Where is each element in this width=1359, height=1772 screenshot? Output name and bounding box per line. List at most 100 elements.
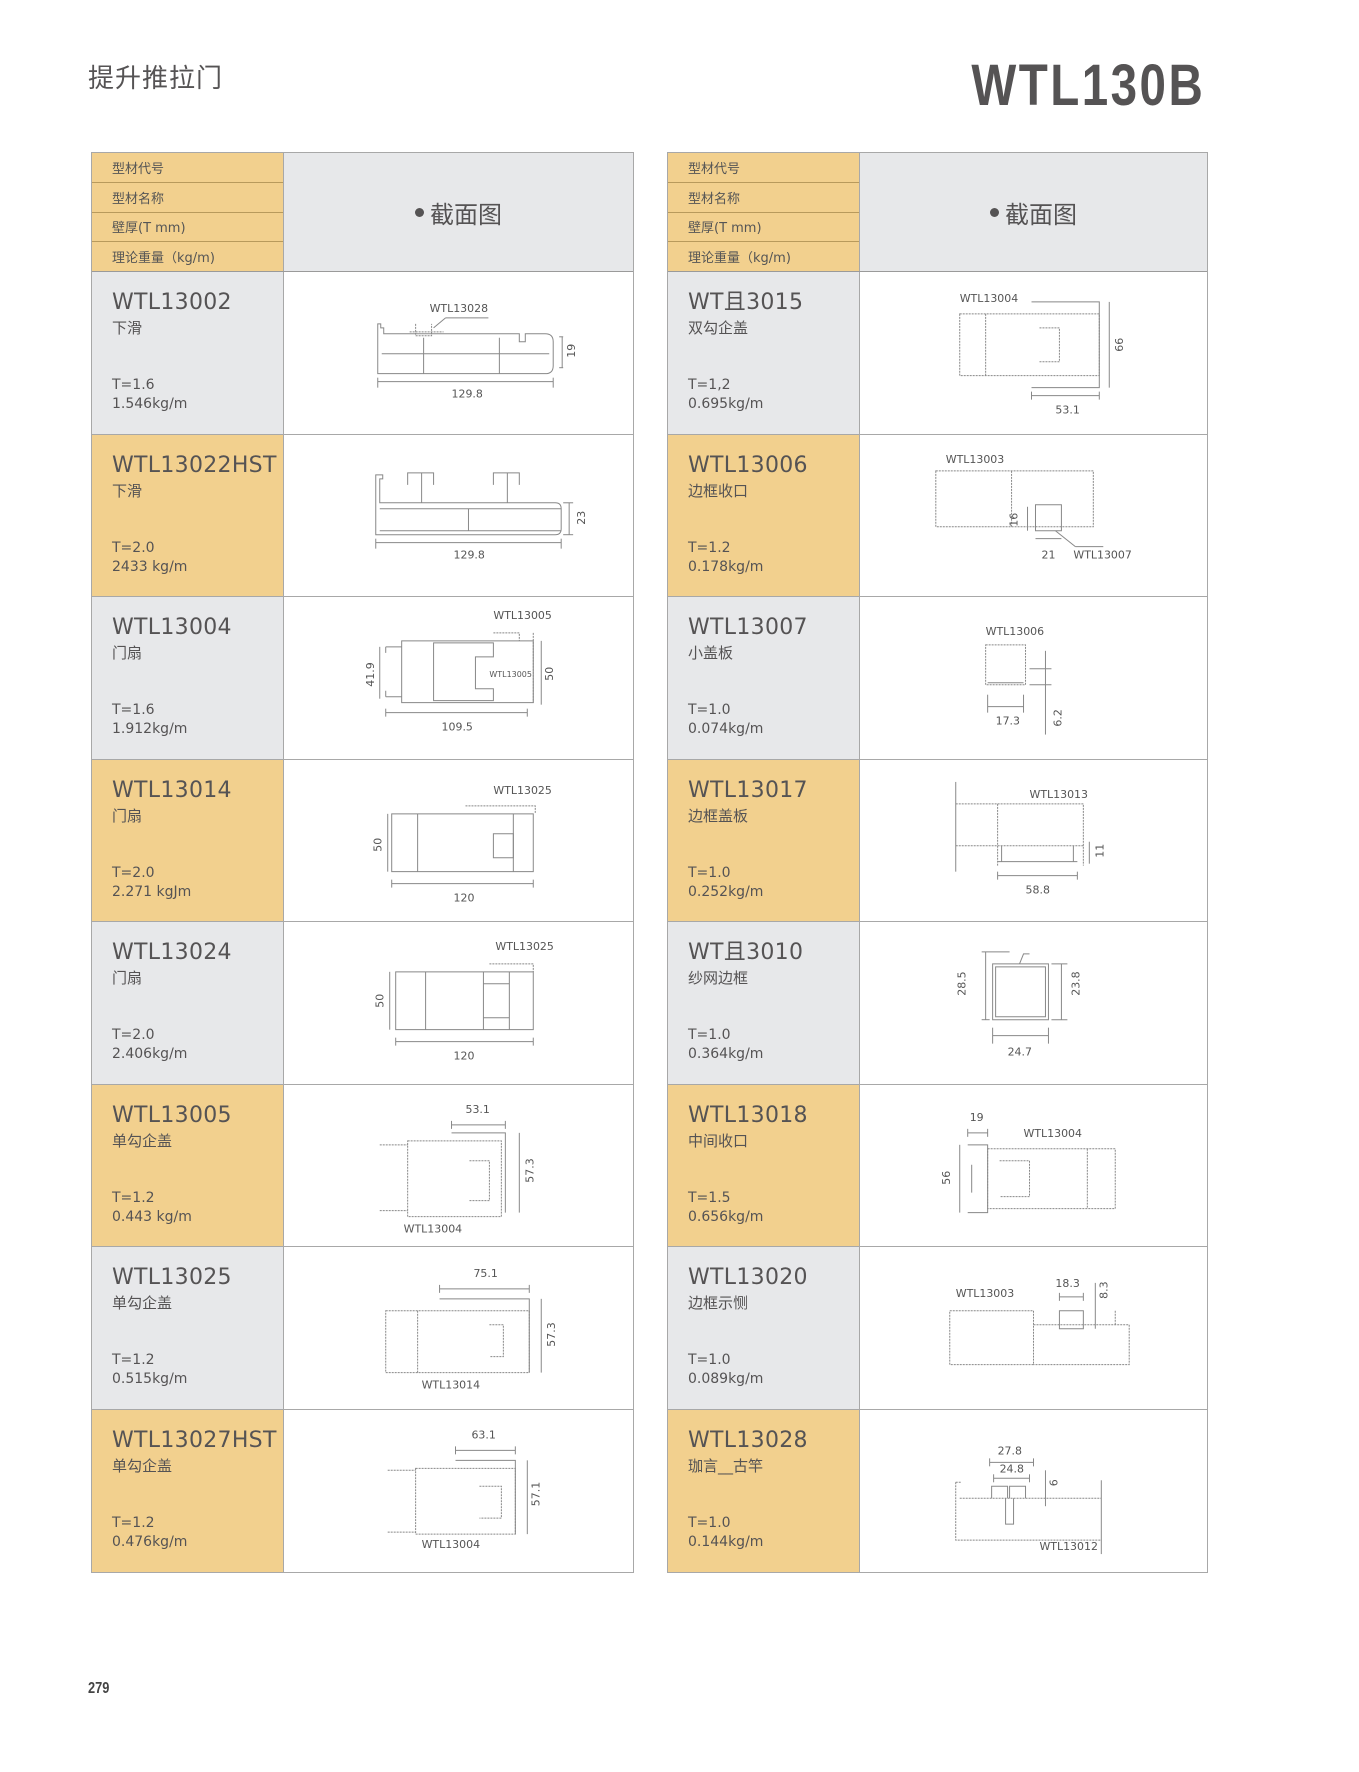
profile-code: WTL13002 [112,290,232,315]
section-title-text: 截面图 [430,200,502,229]
profile-name: 门扇 [112,644,143,662]
profile-thickness: T=1.6 [112,702,155,718]
svg-text:WTL13004: WTL13004 [960,292,1018,305]
profile-table-right: 型材代号 型材名称 壁厚(T mm) 理论重量（kg/m) 截面图 WT且301… [667,152,1208,1573]
profile-cross-section-icon: 75.1 WTL13014 57.3 [385,1267,558,1392]
section-diagram: WTL13003 18.3 8.3 [860,1247,1207,1409]
svg-text:19: 19 [970,1110,984,1123]
header-labels: 型材代号 型材名称 壁厚(T mm) 理论重量（kg/m) [92,153,284,271]
svg-text:57.3: 57.3 [545,1322,558,1346]
profile-name: 单勾企盖 [112,1294,173,1312]
profile-name: 下滑 [112,319,143,337]
profile-weight: 0.476kg/m [112,1533,188,1550]
svg-text:21: 21 [1041,548,1055,561]
profile-weight: 0.364kg/m [688,1046,764,1062]
section-diagram: WTL13004 53.1 66 [860,272,1207,434]
profile-weight: 1.912kg/m [112,721,188,737]
section-diagram: 53.1 WTL13004 57.3 [284,1084,633,1246]
section-diagram: WTL13025 120 50 [284,759,633,921]
svg-text:6.2: 6.2 [1051,709,1064,726]
profile-info: WTL13024 门扇 T=2.0 2.406kg/m [92,922,284,1084]
svg-text:23.8: 23.8 [1069,971,1082,995]
profile-thickness: T=1.0 [688,1514,731,1531]
svg-text:WTL13025: WTL13025 [493,783,551,796]
svg-text:WTL13007: WTL13007 [1073,548,1131,561]
svg-text:WTL13025: WTL13025 [495,940,553,953]
profile-code: WTL13024 [112,940,232,965]
svg-text:53.1: 53.1 [1055,404,1079,417]
svg-text:8.3: 8.3 [1097,1281,1110,1298]
profile-cross-section-icon: WTL13004 53.1 66 [959,292,1126,417]
profile-thickness: T=1,2 [688,377,731,393]
profile-code: WTL13004 [112,615,232,640]
profile-thickness: T=2.0 [112,1027,155,1043]
profile-name: 小盖板 [688,644,734,662]
profile-cross-section-icon: WTL13003 WTL13007 16 21 [935,452,1132,561]
svg-text:6: 6 [1047,1479,1060,1486]
section-diagram: WTL13003 WTL13007 16 21 [860,434,1207,596]
header-section-title: 截面图 [284,153,633,271]
profile-code: WTL13028 [688,1427,808,1453]
profile-cross-section-icon: WTL13005 WTL13005 109.5 41.9 50 [364,609,556,734]
profile-name: 门扇 [112,969,143,987]
profile-code: WTL13007 [688,615,808,640]
svg-text:28.5: 28.5 [956,971,969,995]
table-header: 型材代号 型材名称 壁厚(T mm) 理论重量（kg/m) 截面图 [92,153,633,272]
page-model-title: WTL130B [971,53,1205,118]
profile-cross-section-icon: 63.1 WTL13004 57.1 [387,1428,542,1551]
profile-weight: 0.074kg/m [688,721,764,737]
profile-weight: 0.089kg/m [688,1371,764,1387]
svg-text:19: 19 [565,344,578,358]
profile-thickness: T=2.0 [112,864,155,881]
svg-text:50: 50 [543,667,556,681]
profile-name: 单勾企盖 [112,1131,173,1150]
page-category-title: 提升推拉门 [88,64,224,94]
profile-weight: 0.656kg/m [688,1208,764,1225]
profile-weight: 0.178kg/m [688,558,764,575]
svg-text:24.8: 24.8 [1000,1462,1024,1475]
svg-text:11: 11 [1093,843,1106,857]
header-label-thickness: 壁厚(T mm) [668,213,859,243]
svg-text:120: 120 [454,1050,475,1063]
svg-text:17.3: 17.3 [996,715,1020,728]
profile-weight: 2433 kg/m [112,558,188,575]
section-title-text: 截面图 [1005,200,1077,229]
svg-text:WTL13004: WTL13004 [1024,1126,1082,1139]
profile-thickness: T=1.6 [112,377,155,393]
profile-name: 中间收口 [688,1131,749,1150]
bullet-icon [990,207,999,217]
section-diagram: 28.5 23.8 24.7 [860,922,1207,1084]
profile-name: 纱网边框 [688,969,749,987]
svg-text:58.8: 58.8 [1026,883,1050,896]
svg-text:57.1: 57.1 [529,1481,542,1505]
profile-info: WTL13004 门扇 T=1.6 1.912kg/m [92,597,284,759]
svg-text:WTL13006: WTL13006 [986,625,1044,638]
svg-text:WTL13004: WTL13004 [422,1538,480,1551]
svg-text:24.7: 24.7 [1008,1046,1032,1059]
profile-code: WTL13005 [112,1102,232,1128]
svg-text:50: 50 [372,837,385,851]
svg-text:WTL13014: WTL13014 [422,1379,480,1392]
header-label-code: 型材代号 [92,153,283,183]
section-diagram: 27.8 24.8 6 WTL13012 [860,1409,1207,1572]
profile-weight: 2.406kg/m [112,1046,188,1062]
profile-code: WT且3010 [688,940,804,965]
section-diagram: WTL13005 WTL13005 109.5 41.9 50 [284,597,633,759]
profile-name: 边框示恻 [688,1294,749,1312]
